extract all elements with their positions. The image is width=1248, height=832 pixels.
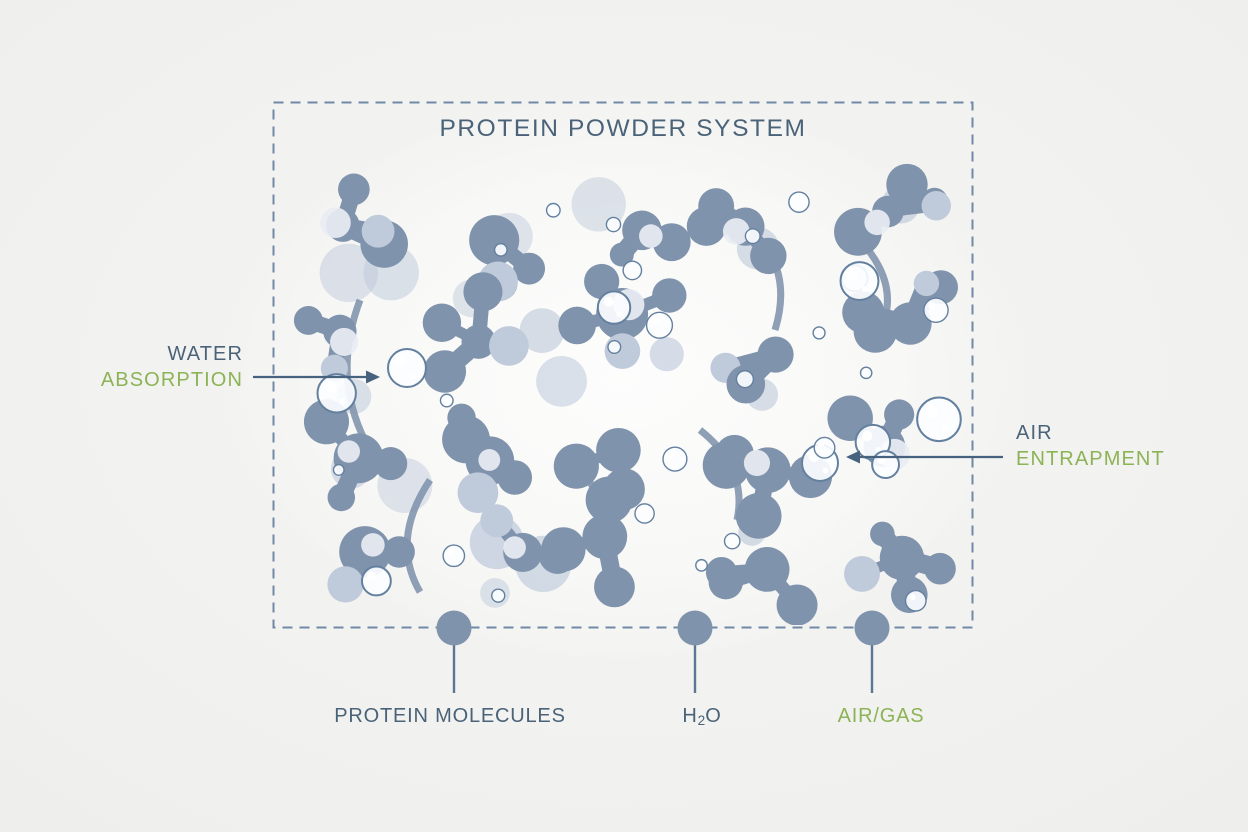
- legend-markers: [436, 610, 890, 693]
- h2o-o: O: [705, 705, 722, 727]
- legend-label-h2o: H2O: [642, 705, 762, 728]
- legend-marker-protein: [436, 610, 472, 646]
- h2o-h: H: [682, 705, 698, 727]
- water-absorption-line2: ABSORPTION: [100, 369, 243, 391]
- legend-label-air-gas: AIR/GAS: [837, 705, 925, 727]
- water-absorption-arrow: [253, 370, 380, 384]
- h2o-subscript: 2: [697, 712, 706, 728]
- legend-marker-airgas: [854, 610, 890, 646]
- legend-marker-h2o: [677, 610, 713, 646]
- legend-label-protein-molecules: PROTEIN MOLECULES: [334, 705, 566, 727]
- air-entrapment-line2: ENTRAPMENT: [1016, 448, 1165, 470]
- molecule-illustration: [293, 163, 962, 625]
- diagram-title: PROTEIN POWDER SYSTEM: [439, 115, 807, 142]
- water-absorption-line1: WATER: [167, 343, 243, 365]
- water-absorption-label: WATER ABSORPTION: [101, 341, 243, 393]
- box-inner-glow: [228, 88, 1018, 668]
- air-entrapment-line1: AIR: [1016, 422, 1053, 444]
- air-entrapment-arrow: [846, 450, 1003, 464]
- system-boundary-box: [272, 101, 974, 629]
- air-entrapment-label: AIR ENTRAPMENT: [1016, 420, 1165, 472]
